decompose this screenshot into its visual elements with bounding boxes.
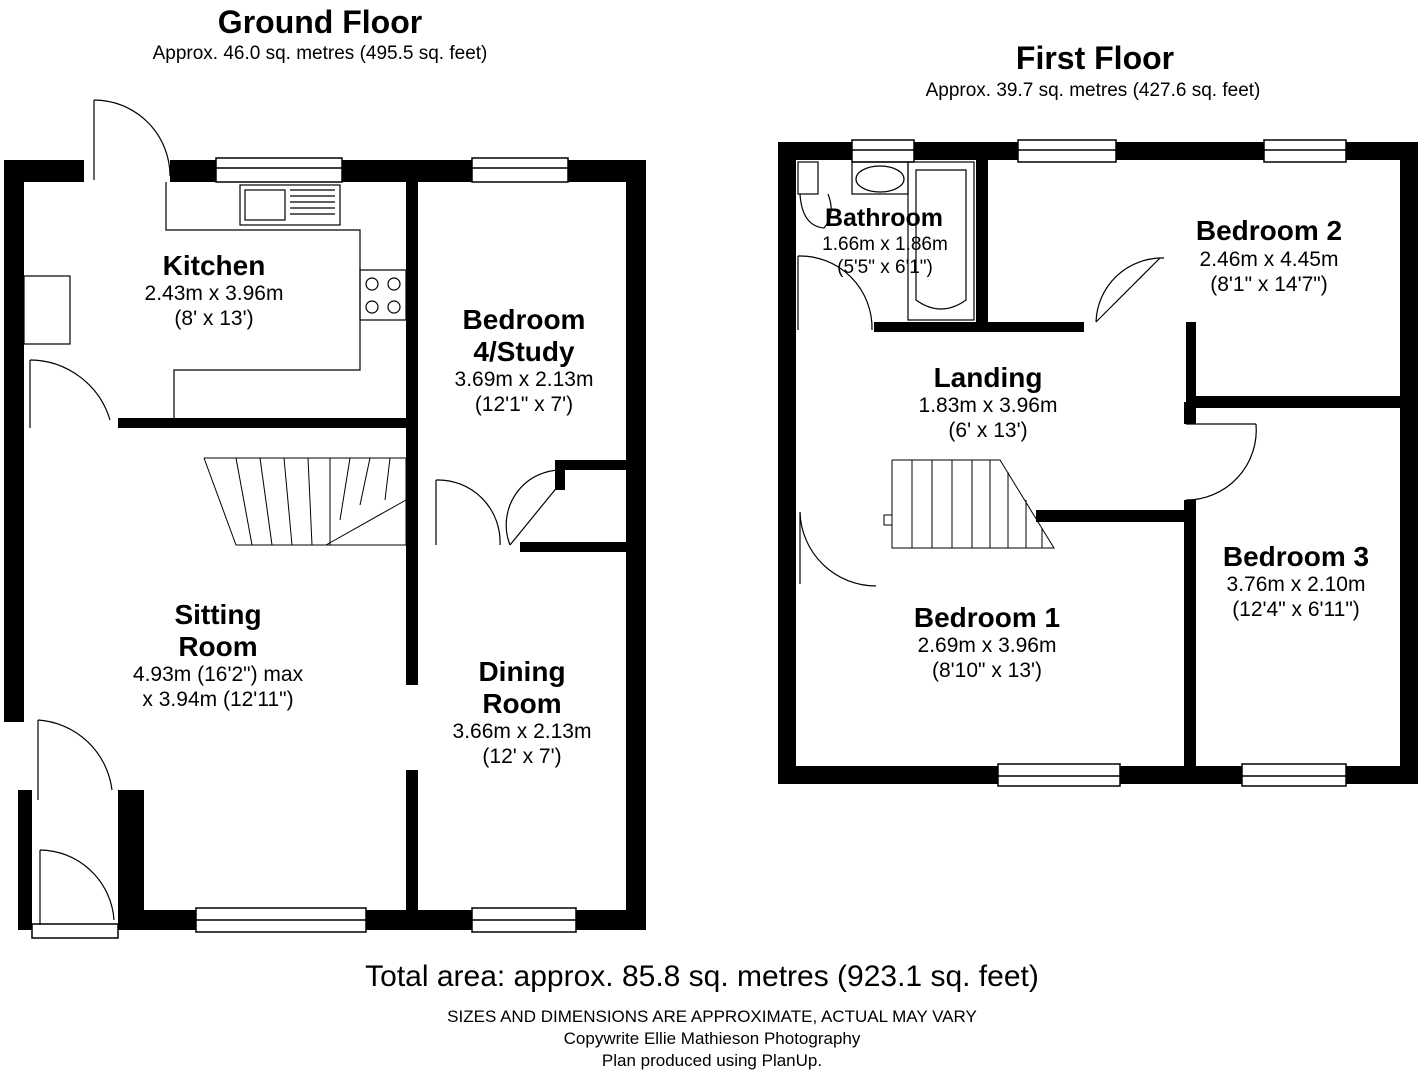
ground-floor-area: Approx. 46.0 sq. metres (495.5 sq. feet): [152, 43, 488, 64]
landing-dim-imperial: (6' x 13'): [948, 419, 1028, 442]
dining-room-dim-metric: 3.66m x 2.13m: [452, 720, 592, 743]
ground-floor-title: Ground Floor: [217, 4, 423, 40]
produced-by: Plan produced using PlanUp.: [601, 1051, 823, 1070]
toilet: [797, 161, 819, 195]
bath: [907, 161, 975, 321]
landing-dim-metric: 1.83m x 3.96m: [918, 394, 1058, 417]
first-floor-area: Approx. 39.7 sq. metres (427.6 sq. feet): [925, 80, 1261, 101]
first-floor-walls: [778, 142, 1418, 784]
bedroom2-dim-metric: 2.46m x 4.45m: [1199, 248, 1339, 271]
front-door-frame: [31, 923, 119, 939]
dining-room-dim-imperial: (12' x 7'): [482, 745, 562, 768]
kitchen-dim-metric: 2.43m x 3.96m: [144, 282, 284, 305]
kitchen-name: Kitchen: [162, 250, 266, 281]
bedroom3-dim-metric: 3.76m x 2.10m: [1226, 573, 1366, 596]
chimney-breast: [23, 275, 71, 345]
first-floor-stairs: [883, 459, 1055, 549]
copyright: Copywrite Ellie Mathieson Photography: [563, 1029, 861, 1048]
sitting-room-dim-line1: 4.93m (16'2") max: [132, 663, 304, 686]
bedroom4-name-line2: 4/Study: [473, 336, 575, 367]
bedroom3-window: [1241, 763, 1347, 787]
ground-floor-stairs: [203, 457, 407, 546]
kitchen-dim-imperial: (8' x 13'): [174, 307, 254, 330]
bedroom4-dim-metric: 3.69m x 2.13m: [454, 368, 594, 391]
sitting-room-name-line2: Room: [178, 631, 258, 662]
bedroom2-dim-imperial: (8'1" x 14'7"): [1210, 273, 1328, 296]
bedroom2-window: [1263, 139, 1347, 163]
first-floor-title: First Floor: [1015, 40, 1175, 76]
bedroom3-name: Bedroom 3: [1222, 541, 1370, 572]
ground-floor-walls: [4, 160, 646, 930]
kitchen-fittings: [23, 182, 407, 418]
bedroom1-window: [997, 763, 1121, 787]
bedroom4-name-line1: Bedroom: [462, 304, 586, 335]
bathroom-dim-imperial: (5'5" x 6'1"): [837, 257, 933, 278]
kitchen-window: [215, 157, 343, 183]
kitchen-hob: [359, 269, 407, 321]
ground-floor-doors: [29, 99, 564, 925]
first-floor-doors: [799, 257, 1257, 587]
total-area: Total area: approx. 85.8 sq. metres (923…: [365, 960, 1039, 993]
basin: [851, 161, 909, 195]
bedroom2-name: Bedroom 2: [1195, 215, 1343, 246]
landing-name: Landing: [933, 362, 1043, 393]
sitting-room-name-line1: Sitting: [174, 599, 262, 630]
disclaimer: SIZES AND DIMENSIONS ARE APPROXIMATE, AC…: [447, 1007, 977, 1026]
dining-room-name-line1: Dining: [478, 656, 566, 687]
kitchen-sink: [239, 184, 341, 226]
dining-room-name-line2: Room: [482, 688, 562, 719]
bathroom-name: Bathroom: [824, 204, 944, 232]
ground-floor-windows: [31, 157, 577, 939]
first-floor-windows: [851, 139, 1347, 787]
bedroom4-window: [471, 157, 569, 183]
bedroom1-name: Bedroom 1: [913, 602, 1061, 633]
bathroom-window: [851, 139, 915, 163]
bedroom1-dim-metric: 2.69m x 3.96m: [917, 634, 1057, 657]
bathroom-dim-metric: 1.66m x 1.86m: [822, 234, 948, 255]
landing-window: [1017, 139, 1117, 163]
bedroom4-dim-imperial: (12'1" x 7'): [474, 393, 574, 416]
bedroom1-dim-imperial: (8'10" x 13'): [931, 659, 1043, 682]
bedroom3-dim-imperial: (12'4" x 6'11"): [1232, 598, 1360, 621]
sitting-room-dim-line2: x 3.94m (12'11"): [142, 688, 294, 711]
bathroom-fittings: [797, 161, 975, 331]
